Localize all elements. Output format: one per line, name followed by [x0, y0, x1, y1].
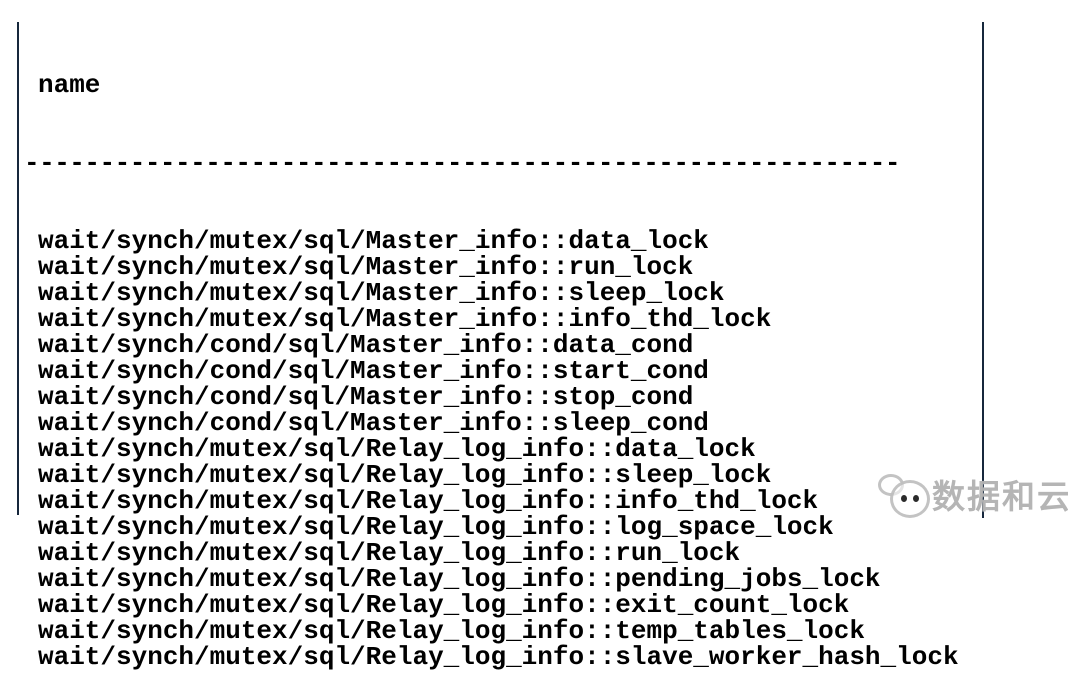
table-row: wait/synch/mutex/sql/Relay_log_info::pen…	[38, 564, 881, 594]
table-row: wait/synch/mutex/sql/Relay_log_info::log…	[38, 512, 834, 542]
table-row: wait/synch/cond/sql/Master_info::sleep_c…	[38, 408, 709, 438]
table-border-right	[982, 22, 984, 518]
table-row: wait/synch/cond/sql/Master_info::data_co…	[38, 330, 694, 360]
table-row: wait/synch/mutex/sql/Relay_log_info::exi…	[38, 590, 850, 620]
table-row: wait/synch/mutex/sql/Relay_log_info::sle…	[38, 460, 772, 490]
rows-container: wait/synch/mutex/sql/Master_info::data_l…	[38, 228, 959, 670]
table-border-left	[17, 22, 19, 515]
column-header-name: name	[38, 70, 101, 100]
table-row: wait/synch/mutex/sql/Relay_log_info::sla…	[38, 642, 959, 672]
table-row: wait/synch/mutex/sql/Master_info::info_t…	[38, 304, 772, 334]
table-row: wait/synch/mutex/sql/Relay_log_info::tem…	[38, 616, 865, 646]
table-row: wait/synch/cond/sql/Master_info::stop_co…	[38, 382, 694, 412]
table-row: wait/synch/mutex/sql/Master_info::sleep_…	[38, 278, 725, 308]
table-row: wait/synch/mutex/sql/Master_info::data_l…	[38, 226, 709, 256]
query-result-output: name -----------------------------------…	[24, 20, 959, 696]
table-row: wait/synch/mutex/sql/Relay_log_info::inf…	[38, 486, 819, 516]
header-separator: ----------------------------------------…	[24, 148, 900, 178]
table-row: wait/synch/mutex/sql/Master_info::run_lo…	[38, 252, 694, 282]
table-row: wait/synch/cond/sql/Master_info::start_c…	[38, 356, 709, 386]
table-row: wait/synch/mutex/sql/Relay_log_info::dat…	[38, 434, 756, 464]
table-row: wait/synch/mutex/sql/Relay_log_info::run…	[38, 538, 741, 568]
